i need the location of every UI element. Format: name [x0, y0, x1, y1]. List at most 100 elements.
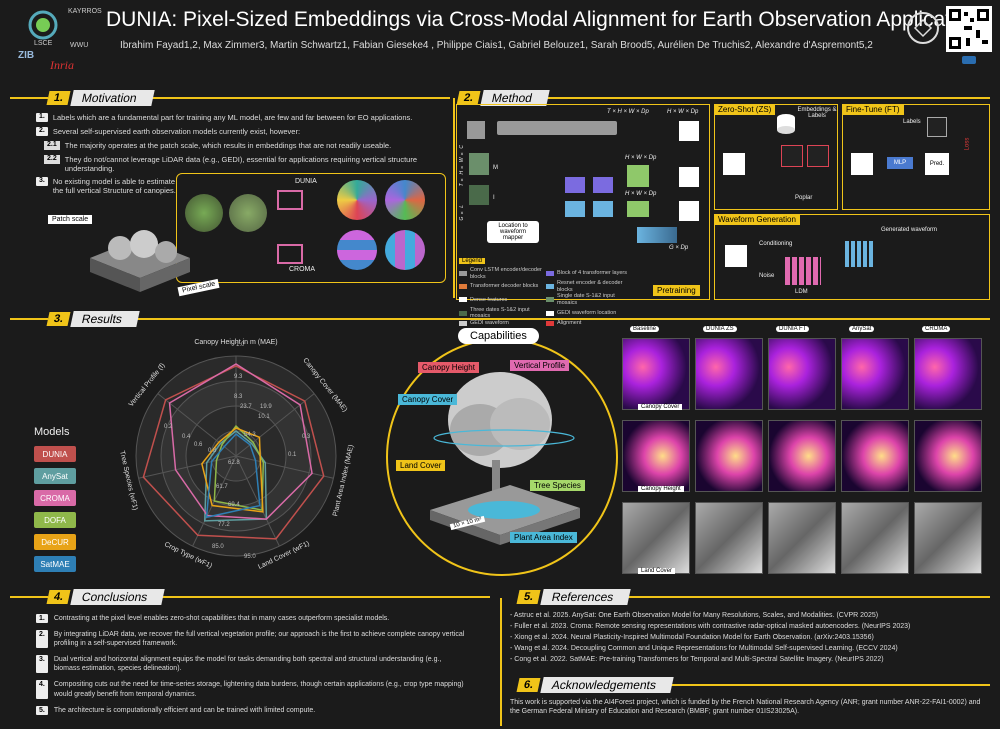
references-list: - Astruc et al. 2025. AnySat: One Earth … [510, 612, 990, 667]
legend-item: GEDI waveform location [546, 307, 629, 320]
radar-axis-line [138, 455, 237, 479]
capability-vertical-profile: Vertical Profile [510, 360, 570, 371]
divider-line [10, 97, 48, 99]
legend-item: Dense features [459, 293, 542, 306]
radar-axis-label: Canopy Height in m (MAE) [194, 339, 277, 346]
patch-scale-label: Patch scale [48, 215, 93, 224]
noise-label: Noise [759, 273, 775, 279]
radar-tick-label: 0.8 [208, 448, 217, 454]
map-column-header: DUNIA ZS [703, 326, 737, 332]
section-number: 6. [516, 678, 541, 692]
legend-title: Legend [459, 258, 486, 264]
radar-series-croma [168, 363, 313, 520]
results-header: 3. Results [46, 311, 140, 327]
transformer-block [593, 177, 613, 193]
radar-tick-label: 9.3 [234, 374, 243, 380]
radar-tick-label: 77.2 [218, 522, 230, 528]
divider-line [612, 596, 990, 598]
decoder-block [845, 241, 873, 267]
result-map-tile [914, 420, 982, 492]
item-text: Contrasting at the pixel level enables z… [53, 615, 390, 622]
capability-canopy-cover: Canopy Cover [398, 394, 458, 405]
motivation-item: 3.No existing model is able to estimate … [36, 177, 176, 196]
zib-logo-text: ZIB [18, 50, 35, 61]
radar-series-dofa [213, 424, 265, 511]
legend-label: GEDI waveform location [557, 309, 617, 316]
result-map-tile [841, 420, 909, 492]
legend-label: Single date S-1&2 input mosaics [557, 293, 615, 306]
divider-line [612, 684, 990, 686]
waveform-encoder [637, 227, 677, 243]
prediction-box: Pred. [925, 153, 949, 175]
divider-line [500, 598, 502, 726]
pretraining-label: Pretraining [653, 285, 700, 296]
divider-line [140, 596, 490, 598]
dim-label: H × W × Dp [625, 155, 657, 161]
item-number: 1. [36, 614, 48, 624]
location-mapper-box: Location to waveform mapper [487, 221, 539, 243]
croma-label: CROMA [289, 266, 316, 273]
feature-o-box [679, 201, 699, 221]
forest-block-illustration [90, 230, 190, 292]
item-text: By integrating LiDAR data, we recover th… [53, 631, 465, 648]
feature-ot-box [679, 121, 699, 141]
radar-tick-label: 54.3 [244, 432, 256, 438]
conclusions-list: 1. Contrasting at the pixel level enables… [36, 614, 466, 722]
zero-shot-title: Zero-Shot (ZS) [714, 104, 776, 115]
item-text: Dual vertical and horizontal alignment e… [53, 656, 442, 673]
generated-waveform-label: Generated waveform [881, 227, 938, 233]
section-number: 1. [46, 91, 71, 105]
loss-label: Loss [964, 137, 971, 151]
radar-tick-label: 0.1 [288, 452, 297, 458]
legend-label: Resnet encoder & decoder blocks [557, 280, 623, 293]
dunia-encoder [277, 190, 303, 210]
divider-line [10, 318, 48, 320]
input-mosaic [469, 185, 489, 205]
radar-tick-label: 0.3 [302, 434, 311, 440]
radar-tick-label: 0.6 [194, 442, 203, 448]
species-map [781, 145, 803, 167]
reference-item: - Cong et al. 2022. SatMAE: Pre-training… [510, 656, 884, 663]
result-map-tile [695, 420, 763, 492]
legend-swatch [546, 284, 554, 290]
conditioning-label: Conditioning [759, 241, 793, 247]
dim-label: G × L [459, 205, 465, 221]
dunia-output-map [385, 180, 425, 220]
radar-series-dunia [142, 365, 325, 540]
section-number: 2. [456, 91, 481, 105]
result-map-tile [768, 420, 836, 492]
result-map-tile [695, 338, 763, 410]
section-number: 4. [46, 590, 71, 604]
radar-tick-label: 85.0 [212, 544, 224, 550]
map-row-label: Canopy Cover [638, 404, 683, 410]
radar-axis-line [235, 455, 280, 547]
head-graphic-icon [907, 12, 939, 44]
reference-item: - Fuller et al. 2023. Croma: Remote sens… [510, 623, 911, 630]
divider-line [118, 318, 990, 320]
model-anysat-legend: AnySat [34, 468, 76, 484]
legend-item: Alignment [546, 320, 629, 327]
radar-tick-label: 23.7 [240, 404, 252, 410]
dunia-label: DUNIA [295, 178, 317, 185]
logo-block: LSCE KAYRROS ZIB WWU Inria [10, 6, 102, 72]
capabilities-title: Capabilities [458, 328, 539, 344]
legend-swatch [546, 271, 554, 277]
input-stack [467, 121, 485, 139]
kayrros-logo-text: KAYRROS [68, 8, 102, 15]
ldm-block [785, 257, 821, 285]
divider-line [534, 97, 990, 99]
result-map-tile [841, 338, 909, 410]
model-dunia-legend: DUNIA [34, 446, 76, 462]
dim-label: H × W × Dp [667, 109, 699, 115]
qr-code-icon[interactable] [946, 6, 992, 64]
method-diagram: T × H × W × Dp H × W × Dp T × H × W × C … [456, 104, 710, 326]
result-map-tile [914, 338, 982, 410]
decoder-block [627, 165, 649, 187]
radar-tick-label: 8.3 [234, 394, 243, 400]
legend-swatch [546, 320, 554, 326]
result-map-tile [841, 502, 909, 574]
item-text: Compositing cuts out the need for time-s… [53, 681, 464, 698]
legend-swatch [459, 320, 467, 326]
legend-swatch [546, 310, 554, 316]
